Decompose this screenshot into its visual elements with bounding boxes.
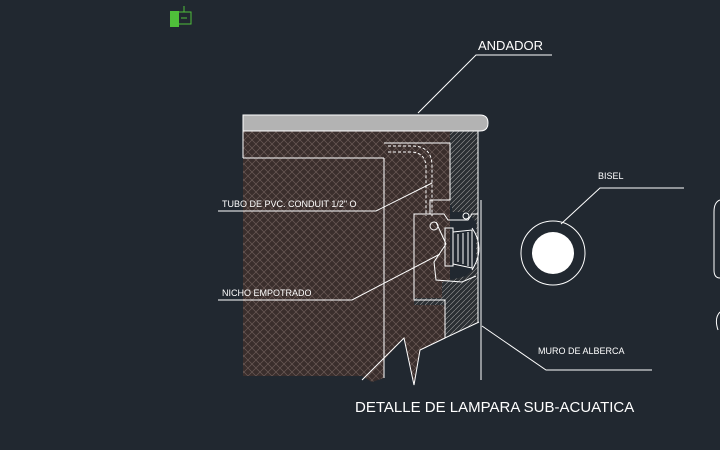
pool-face-line <box>477 131 482 380</box>
bisel-leader <box>560 187 684 225</box>
bisel-label: BISEL <box>598 171 624 181</box>
andador-leader <box>417 54 552 114</box>
break-line <box>361 336 446 386</box>
pool-wall-upper <box>450 131 478 215</box>
nicho-leader <box>218 253 441 301</box>
andador-label: ANDADOR <box>478 38 543 53</box>
tubo-leader <box>218 182 433 212</box>
coping-slab <box>242 114 489 132</box>
wall-outline <box>242 131 385 378</box>
pool-wall <box>414 131 478 338</box>
concrete-deck-wall <box>243 131 478 382</box>
conduit-pipe <box>388 145 433 216</box>
muro-leader <box>481 325 652 371</box>
tubo-label: TUBO DE PVC. CONDUIT 1/2" O <box>222 199 357 209</box>
nicho-label: NICHO EMPOTRADO <box>222 288 312 298</box>
lamp-niche <box>424 212 480 283</box>
ucs-icon[interactable] <box>170 6 192 27</box>
conduit-pipe-inner <box>388 151 427 216</box>
partial-detail-right <box>713 199 720 331</box>
muro-label: MURO DE ALBERCA <box>538 346 625 356</box>
drawing-title: DETALLE DE LAMPARA SUB-ACUATICA <box>355 399 634 416</box>
deck-step-outline <box>384 142 480 339</box>
lamp-front-view <box>520 220 586 286</box>
